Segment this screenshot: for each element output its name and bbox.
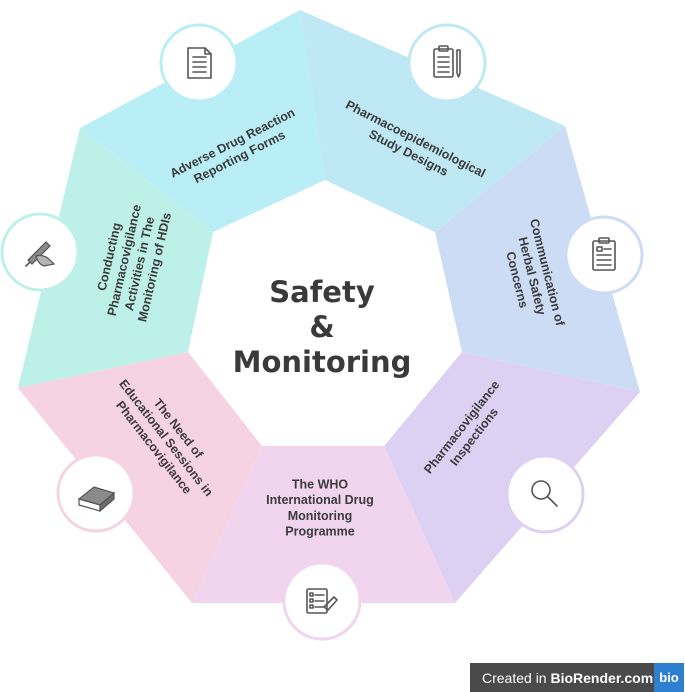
- ring-segment-2: [300, 10, 565, 232]
- ring-segment-3: [435, 126, 640, 392]
- biorender-logo: bio: [654, 663, 684, 692]
- magnifier-icon: [505, 454, 585, 534]
- ring-segment-6: [18, 352, 262, 603]
- ring-segment-5: [192, 446, 455, 603]
- book-icon: [56, 453, 136, 533]
- center-hub: Safety & Monitoring: [233, 275, 412, 379]
- clipboard-pen-icon: [407, 23, 487, 103]
- clipboard-icon: [564, 215, 644, 295]
- center-title-ampersand: &: [309, 310, 334, 344]
- ring-segment-1: [80, 10, 325, 232]
- hand-writing-icon: [0, 212, 80, 292]
- form-writing-icon: [282, 561, 362, 641]
- badge-brand: BioRender.com: [550, 669, 654, 686]
- center-title-line1: Safety: [269, 275, 375, 309]
- segment-label-line: International Drug: [266, 493, 374, 507]
- badge-text: Created in BioRender.com: [470, 670, 653, 686]
- center-title-line3: Monitoring: [233, 345, 412, 379]
- badge-prefix: Created in: [482, 669, 551, 686]
- segment-label-line: Programme: [285, 524, 355, 538]
- document-icon: [159, 23, 239, 103]
- biorender-badge[interactable]: Created in BioRender.com bio: [470, 663, 684, 692]
- segment-label-line: The WHO: [292, 478, 349, 492]
- segment-label-line: Monitoring: [288, 509, 353, 523]
- ring-segment-7: [18, 128, 213, 388]
